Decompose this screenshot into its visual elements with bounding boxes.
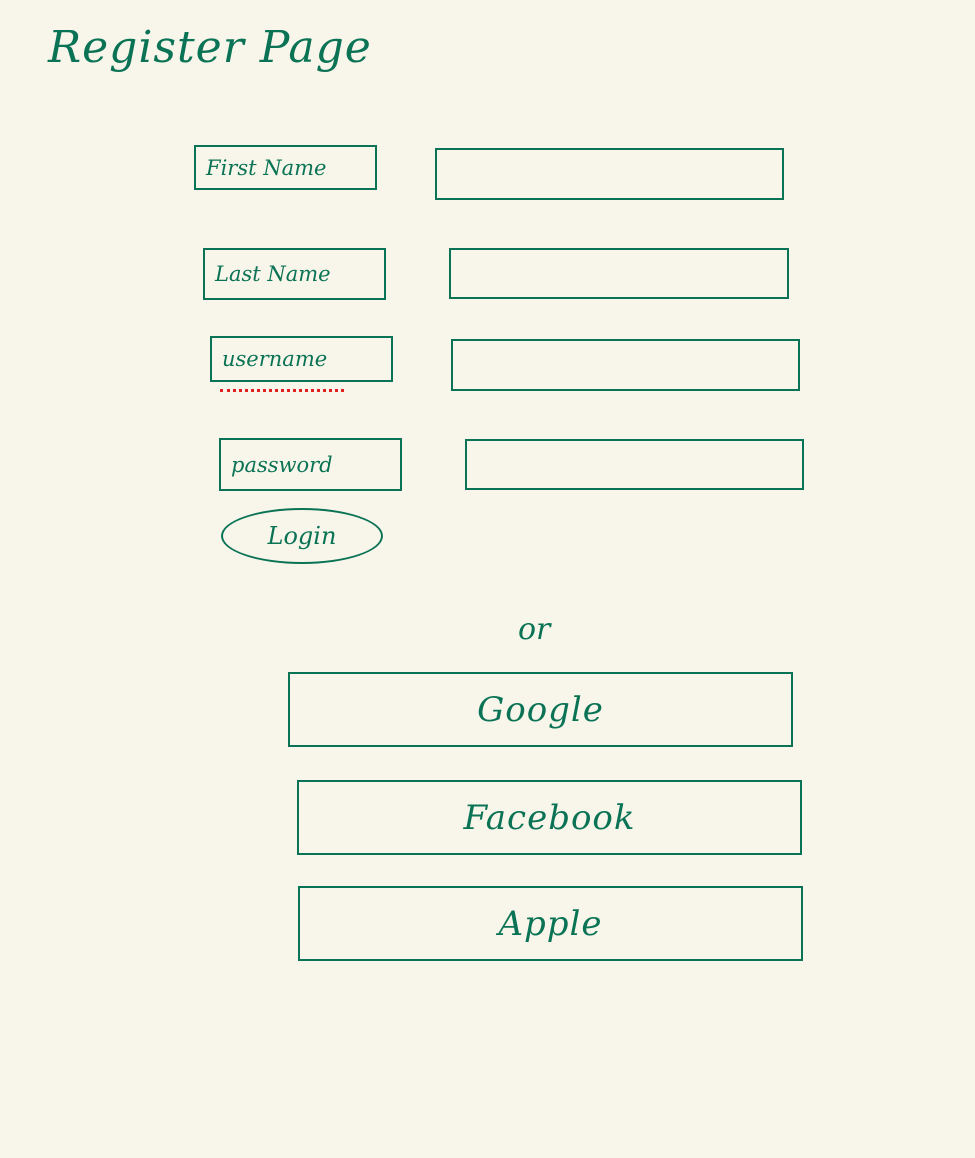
facebook-button-label: Facebook bbox=[463, 797, 636, 838]
apple-button[interactable]: Apple bbox=[298, 886, 803, 961]
facebook-button[interactable]: Facebook bbox=[297, 780, 802, 855]
google-button[interactable]: Google bbox=[288, 672, 793, 747]
login-button[interactable]: Login bbox=[221, 508, 383, 564]
username-input[interactable] bbox=[451, 339, 800, 391]
first-name-input[interactable] bbox=[435, 148, 784, 200]
last-name-label: Last Name bbox=[203, 248, 386, 300]
apple-button-label: Apple bbox=[498, 903, 603, 944]
or-divider: or bbox=[518, 612, 551, 647]
last-name-input[interactable] bbox=[449, 248, 789, 299]
password-label: password bbox=[219, 438, 402, 491]
first-name-label: First Name bbox=[194, 145, 377, 190]
spellcheck-underline bbox=[220, 385, 344, 392]
google-button-label: Google bbox=[477, 689, 604, 730]
password-input[interactable] bbox=[465, 439, 804, 490]
username-label: username bbox=[210, 336, 393, 382]
page-title: Register Page bbox=[48, 22, 372, 73]
